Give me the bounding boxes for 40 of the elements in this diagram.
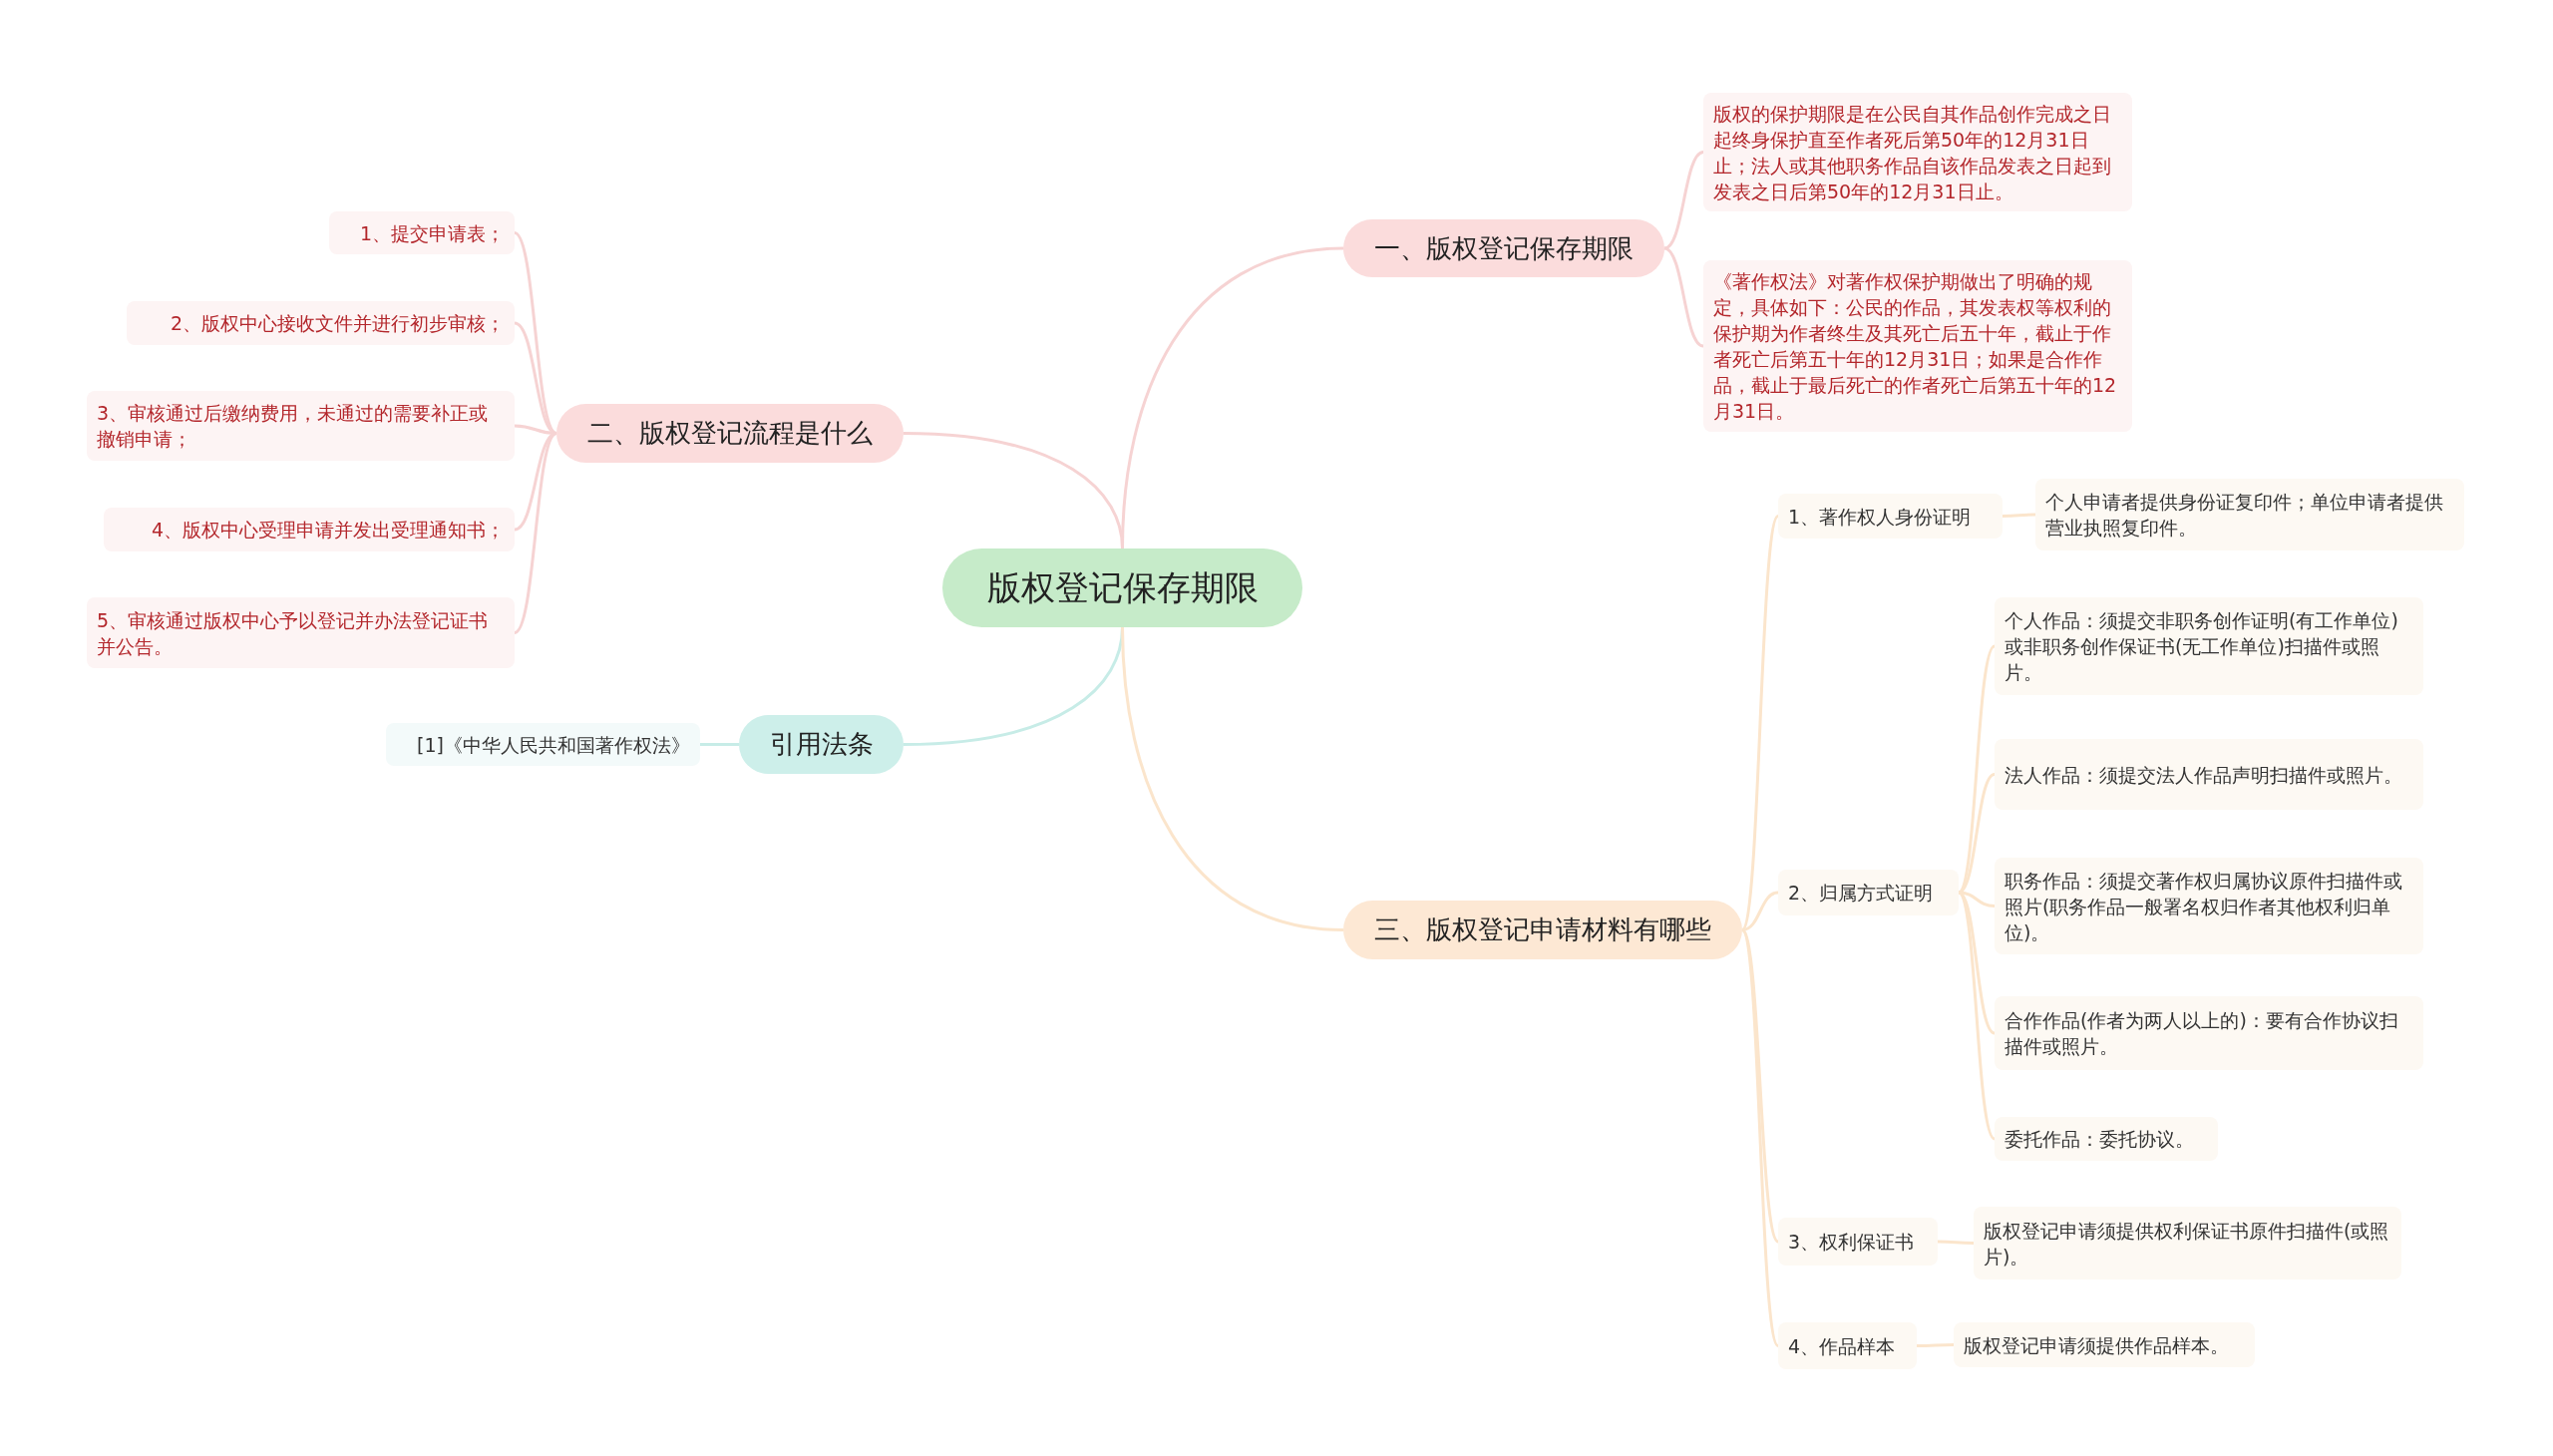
connector-line bbox=[1121, 626, 1344, 931]
leaf-box: 职务作品：须提交著作权归属协议原件扫描件或照片(职务作品一般署名权归作者其他权利归单位)。 bbox=[1995, 858, 2423, 954]
connector-line bbox=[700, 743, 739, 746]
leaf-box: 版权的保护期限是在公民自其作品创作完成之日起终身保护直至作者死后第50年的12月31日止；法人或其他职务作品自该作品发表之日起到发表之日后第50年的12月31日止。 bbox=[1703, 93, 2132, 211]
leaf-box: 3、审核通过后缴纳费用，未通过的需要补正或撤销申请； bbox=[87, 391, 515, 461]
leaf-box: 《著作权法》对著作权保护期做出了明确的规定，具体如下：公民的作品，其发表权等权利的保护期为作者终生及其死亡后五十年，截止于作者死亡后第五十年的12月31日；如果是合作作品，截止于最后死亡的作者死亡后第五十年的12月31日。 bbox=[1703, 260, 2132, 432]
central-topic: 版权登记保存期限 bbox=[942, 548, 1302, 627]
connector-line bbox=[514, 432, 557, 634]
connector-line bbox=[1957, 645, 1997, 894]
leaf-box: 5、审核通过版权中心予以登记并办法登记证书并公告。 bbox=[87, 597, 515, 668]
connector-line bbox=[1917, 1343, 1954, 1347]
leaf-box: 1、著作权人身份证明 bbox=[1778, 494, 2003, 539]
leaf-box: [1]《中华人民共和国著作权法》 bbox=[386, 723, 700, 766]
leaf-box: 1、提交申请表； bbox=[329, 211, 515, 254]
leaf-box: 2、版权中心接收文件并进行初步审核； bbox=[127, 301, 515, 345]
connector-line bbox=[903, 432, 1124, 549]
leaf-box: 个人作品：须提交非职务创作证明(有工作单位)或非职务创作保证书(无工作单位)扫描件或照片。 bbox=[1995, 597, 2423, 695]
connector-line bbox=[1957, 892, 1997, 1140]
branch-topic: 三、版权登记申请材料有哪些 bbox=[1343, 901, 1742, 959]
connector-line bbox=[2003, 513, 2035, 518]
leaf-box: 合作作品(作者为两人以上的)：要有合作协议扫描件或照片。 bbox=[1995, 996, 2423, 1070]
connector-line bbox=[1663, 151, 1704, 250]
leaf-box: 个人申请者提供身份证复印件；单位申请者提供营业执照复印件。 bbox=[2035, 479, 2464, 550]
connector-line bbox=[1663, 246, 1704, 348]
leaf-box: 法人作品：须提交法人作品声明扫描件或照片。 bbox=[1995, 739, 2423, 810]
leaf-box: 委托作品：委托协议。 bbox=[1995, 1117, 2218, 1161]
leaf-box: 2、归属方式证明 bbox=[1778, 870, 1959, 915]
leaf-box: 版权登记申请须提供权利保证书原件扫描件(或照片)。 bbox=[1974, 1207, 2401, 1279]
connector-line bbox=[514, 432, 557, 532]
leaf-box: 4、版权中心受理申请并发出受理通知书； bbox=[104, 508, 515, 551]
leaf-box: 版权登记申请须提供作品样本。 bbox=[1954, 1322, 2255, 1367]
branch-topic: 引用法条 bbox=[739, 715, 904, 774]
leaf-box: 4、作品样本 bbox=[1778, 1322, 1917, 1369]
connector-line bbox=[1938, 1240, 1974, 1245]
connector-line bbox=[1741, 891, 1779, 931]
connector-line bbox=[1740, 515, 1780, 931]
branch-topic: 二、版权登记流程是什么 bbox=[556, 404, 904, 463]
leaf-box: 3、权利保证书 bbox=[1778, 1218, 1938, 1266]
branch-topic: 一、版权登记保存期限 bbox=[1343, 219, 1664, 277]
connector-line bbox=[514, 231, 557, 435]
